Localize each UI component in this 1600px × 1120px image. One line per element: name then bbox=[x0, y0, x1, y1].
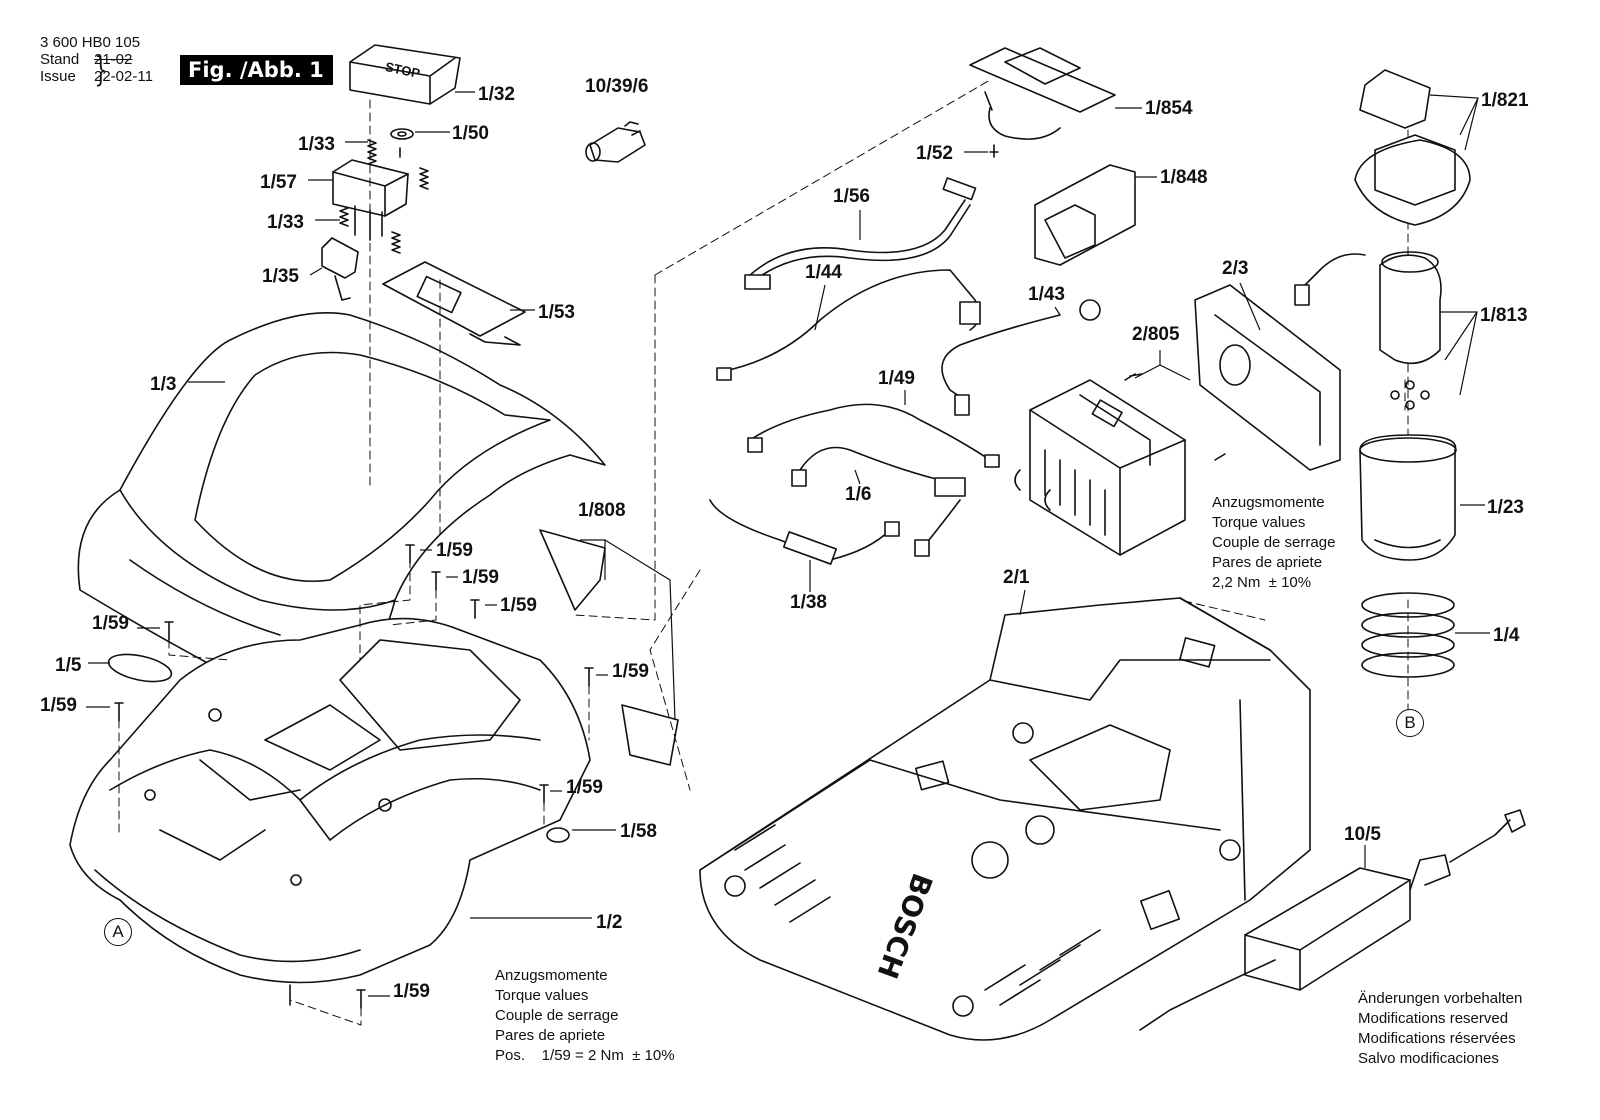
torque-note-bottom: Anzugsmomente Torque values Couple de se… bbox=[495, 967, 675, 1064]
figure-label: Fig. /Abb. 1 bbox=[180, 55, 333, 85]
label-1-32: 1/32 bbox=[478, 84, 515, 105]
label-1-49: 1/49 bbox=[878, 368, 915, 389]
power-supply bbox=[1139, 809, 1526, 1031]
issue-label: Issue bbox=[40, 68, 76, 85]
stop-button-cap: STOP bbox=[349, 44, 461, 105]
label-1-808: 1/808 bbox=[578, 500, 626, 521]
stand-label: Stand bbox=[40, 51, 80, 68]
label-1-59-a: 1/59 bbox=[436, 540, 473, 561]
panel-lower bbox=[621, 704, 679, 766]
label-1-854: 1/854 bbox=[1145, 98, 1193, 119]
label-1-2: 1/2 bbox=[596, 912, 623, 933]
header-block: 3 600 HB0 105 Stand 21-02 Issue 22-02-11 bbox=[40, 34, 153, 85]
label-1-59-e: 1/59 bbox=[612, 661, 649, 682]
label-1-35: 1/35 bbox=[262, 266, 299, 287]
torque-note-right: Anzugsmomente Torque values Couple de se… bbox=[1212, 494, 1336, 591]
stand-date: 21-02 bbox=[94, 51, 133, 68]
brace-glyph: } bbox=[94, 50, 108, 90]
label-1-848: 1/848 bbox=[1160, 167, 1208, 188]
label-1-38: 1/38 bbox=[790, 592, 827, 613]
display-board bbox=[382, 261, 526, 346]
label-1-3: 1/3 bbox=[150, 374, 177, 395]
label-1-59-c: 1/59 bbox=[500, 595, 537, 616]
motor bbox=[1294, 251, 1442, 410]
label-1-57: 1/57 bbox=[260, 172, 297, 193]
label-1-50: 1/50 bbox=[452, 123, 489, 144]
chassis-base: BOSCH bbox=[699, 597, 1311, 1041]
label-1-59-f: 1/59 bbox=[40, 695, 77, 716]
rubber-cap bbox=[546, 827, 570, 843]
label-1-44: 1/44 bbox=[805, 262, 842, 283]
board-1-854 bbox=[969, 47, 1116, 140]
label-1-821: 1/821 bbox=[1481, 90, 1529, 111]
panel-upper bbox=[539, 529, 606, 611]
switch-part bbox=[321, 237, 359, 301]
button-carrier bbox=[332, 159, 409, 241]
marker-b: B bbox=[1396, 709, 1424, 737]
screw-1-52 bbox=[989, 144, 999, 158]
label-1-52: 1/52 bbox=[916, 143, 953, 164]
marker-a: A bbox=[104, 918, 132, 946]
label-1-23: 1/23 bbox=[1487, 497, 1524, 518]
modifications-note: Änderungen vorbehalten Modifications res… bbox=[1358, 990, 1523, 1067]
cables bbox=[709, 177, 1101, 565]
document-number: 3 600 HB0 105 bbox=[40, 34, 141, 51]
screws bbox=[114, 544, 594, 1009]
label-10-39-6: 10/39/6 bbox=[585, 76, 649, 97]
springs bbox=[339, 128, 429, 254]
lower-housing bbox=[69, 617, 591, 984]
label-1-813: 1/813 bbox=[1480, 305, 1528, 326]
board-1-848 bbox=[1034, 164, 1136, 266]
motor-cap bbox=[1354, 69, 1471, 226]
label-10-5: 10/5 bbox=[1344, 824, 1381, 845]
oval-cover bbox=[107, 653, 173, 683]
issue-row: Issue 22-02-11 bbox=[40, 68, 153, 85]
label-2-805: 2/805 bbox=[1132, 324, 1180, 345]
label-1-59-h: 1/59 bbox=[393, 981, 430, 1002]
label-2-1: 2/1 bbox=[1003, 567, 1030, 588]
controller-block bbox=[1014, 379, 1186, 556]
label-1-59-g: 1/59 bbox=[566, 777, 603, 798]
label-1-33-upper: 1/33 bbox=[298, 134, 335, 155]
label-1-33-lower: 1/33 bbox=[267, 212, 304, 233]
stop-text: STOP bbox=[384, 59, 422, 81]
stand-row: Stand 21-02 bbox=[40, 51, 153, 68]
label-1-53: 1/53 bbox=[538, 302, 575, 323]
label-2-3: 2/3 bbox=[1222, 258, 1249, 279]
frame-2-3 bbox=[1194, 284, 1341, 471]
label-1-5: 1/5 bbox=[55, 655, 82, 676]
label-1-59-b: 1/59 bbox=[462, 567, 499, 588]
label-1-43: 1/43 bbox=[1028, 284, 1065, 305]
motor-cup bbox=[1359, 434, 1457, 561]
label-1-6: 1/6 bbox=[845, 484, 872, 505]
connector-10-39-6 bbox=[585, 121, 646, 163]
screw-2-805b bbox=[1214, 453, 1226, 461]
label-1-56: 1/56 bbox=[833, 186, 870, 207]
issue-date: 22-02-11 bbox=[94, 68, 153, 85]
spring-1-4 bbox=[1361, 592, 1455, 678]
label-1-4: 1/4 bbox=[1493, 625, 1520, 646]
screw-2-805a bbox=[1124, 373, 1143, 381]
label-1-58: 1/58 bbox=[620, 821, 657, 842]
label-1-59-d: 1/59 bbox=[92, 613, 129, 634]
